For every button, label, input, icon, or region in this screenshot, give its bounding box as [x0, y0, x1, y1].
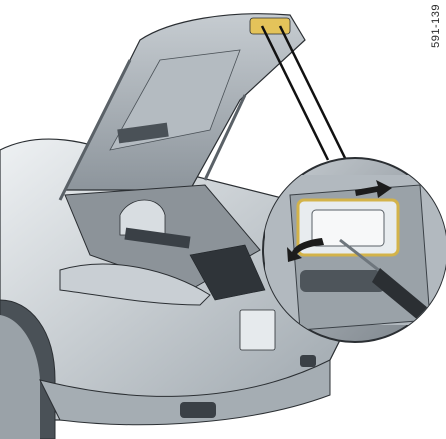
open-tailgate — [60, 14, 305, 200]
license-plate-area — [240, 310, 275, 350]
detail-inset — [263, 158, 446, 342]
lamp-lens — [312, 210, 384, 246]
figure-code: 591-139 — [430, 4, 442, 48]
lid-handle-recess — [300, 270, 385, 292]
exhaust-pipe-left — [180, 402, 216, 418]
exhaust-pipe-right — [300, 355, 316, 367]
